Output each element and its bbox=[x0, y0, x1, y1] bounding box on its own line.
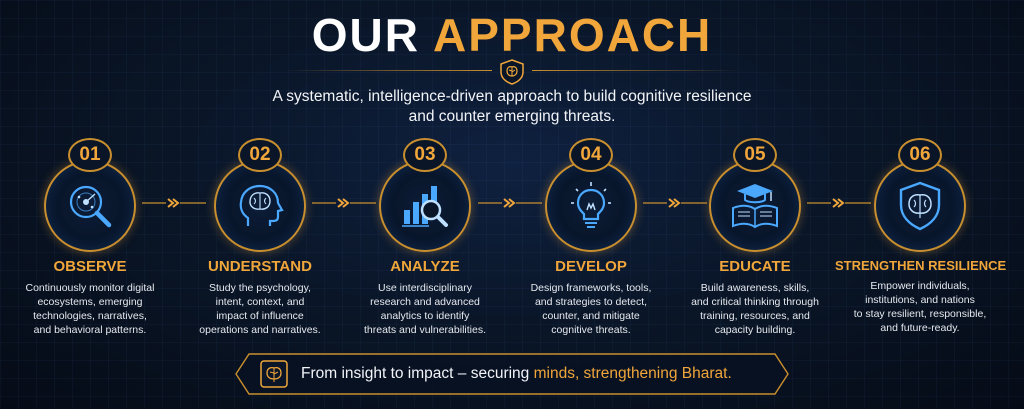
step-develop: 04 DEVELOP Design frameworks, tools, and… bbox=[506, 138, 676, 337]
step-number: 05 bbox=[733, 138, 777, 172]
head-brain-icon bbox=[239, 184, 284, 226]
step-educate: 05 EDUCATE Build awareness, skills, and … bbox=[670, 138, 840, 337]
step-understand: 02 UNDERSTAND Study the psychology, inte… bbox=[175, 138, 345, 337]
step-description: Design frameworks, tools, and strategies… bbox=[530, 282, 652, 336]
step-description: Use interdisciplinary research and advan… bbox=[364, 282, 486, 336]
connector-arrow-2 bbox=[312, 198, 376, 208]
footer-text-highlight: minds, strengthening Bharat. bbox=[533, 365, 732, 382]
step-title: STRENGTHEN RESILIENCE bbox=[835, 258, 1007, 273]
step-title: UNDERSTAND bbox=[208, 258, 312, 275]
step-number: 06 bbox=[898, 138, 942, 172]
shield-brain-icon bbox=[899, 181, 941, 231]
step-ring bbox=[709, 160, 801, 252]
subtitle: A systematic, intelligence-driven approa… bbox=[272, 88, 752, 125]
footer-tagline: From insight to impact – securing minds,… bbox=[301, 365, 732, 383]
step-title: OBSERVE bbox=[53, 258, 127, 275]
title-word-approach: APPROACH bbox=[433, 9, 713, 61]
footer-text-main: From insight to impact – securing bbox=[301, 365, 534, 382]
step-number: 02 bbox=[238, 138, 282, 172]
connector-arrow-5 bbox=[807, 198, 871, 208]
brain-shield-emblem-icon bbox=[500, 59, 524, 85]
page-title: OUR APPROACH bbox=[0, 8, 1024, 62]
step-description: Empower individuals, institutions, and n… bbox=[853, 280, 987, 334]
step-number: 04 bbox=[569, 138, 613, 172]
connector-arrow-4 bbox=[643, 198, 707, 208]
step-strengthen-resilience: 06 STRENGTHEN RESILIENCE Empower individ… bbox=[835, 138, 1007, 335]
step-title: EDUCATE bbox=[719, 258, 791, 275]
footer-frame bbox=[235, 353, 789, 395]
step-description: Build awareness, skills, and critical th… bbox=[691, 282, 819, 336]
lightbulb-icon bbox=[571, 182, 611, 228]
bar-chart-magnifier-icon bbox=[402, 186, 448, 227]
step-title: DEVELOP bbox=[555, 258, 627, 275]
step-number: 03 bbox=[403, 138, 447, 172]
step-title: ANALYZE bbox=[390, 258, 460, 275]
connector-arrow-1 bbox=[142, 198, 206, 208]
title-word-our: OUR bbox=[311, 9, 420, 61]
connector-arrow-3 bbox=[478, 198, 542, 208]
title-rule-left bbox=[282, 70, 492, 71]
step-description: Continuously monitor digital ecosystems,… bbox=[25, 282, 155, 336]
step-ring bbox=[44, 160, 136, 252]
step-description: Study the psychology, intent, context, a… bbox=[199, 282, 321, 336]
step-observe: 01 OBSERVE Continuously monitor digital … bbox=[5, 138, 175, 337]
step-number: 01 bbox=[68, 138, 112, 172]
step-analyze: 03 ANALYZE Use interdisciplinary researc… bbox=[340, 138, 510, 337]
radar-magnifier-icon bbox=[69, 185, 112, 228]
footer-banner: From insight to impact – securing minds,… bbox=[235, 353, 789, 395]
title-rule-right bbox=[532, 70, 742, 71]
book-graduation-cap-icon bbox=[732, 184, 778, 229]
brain-badge-icon bbox=[260, 360, 288, 388]
